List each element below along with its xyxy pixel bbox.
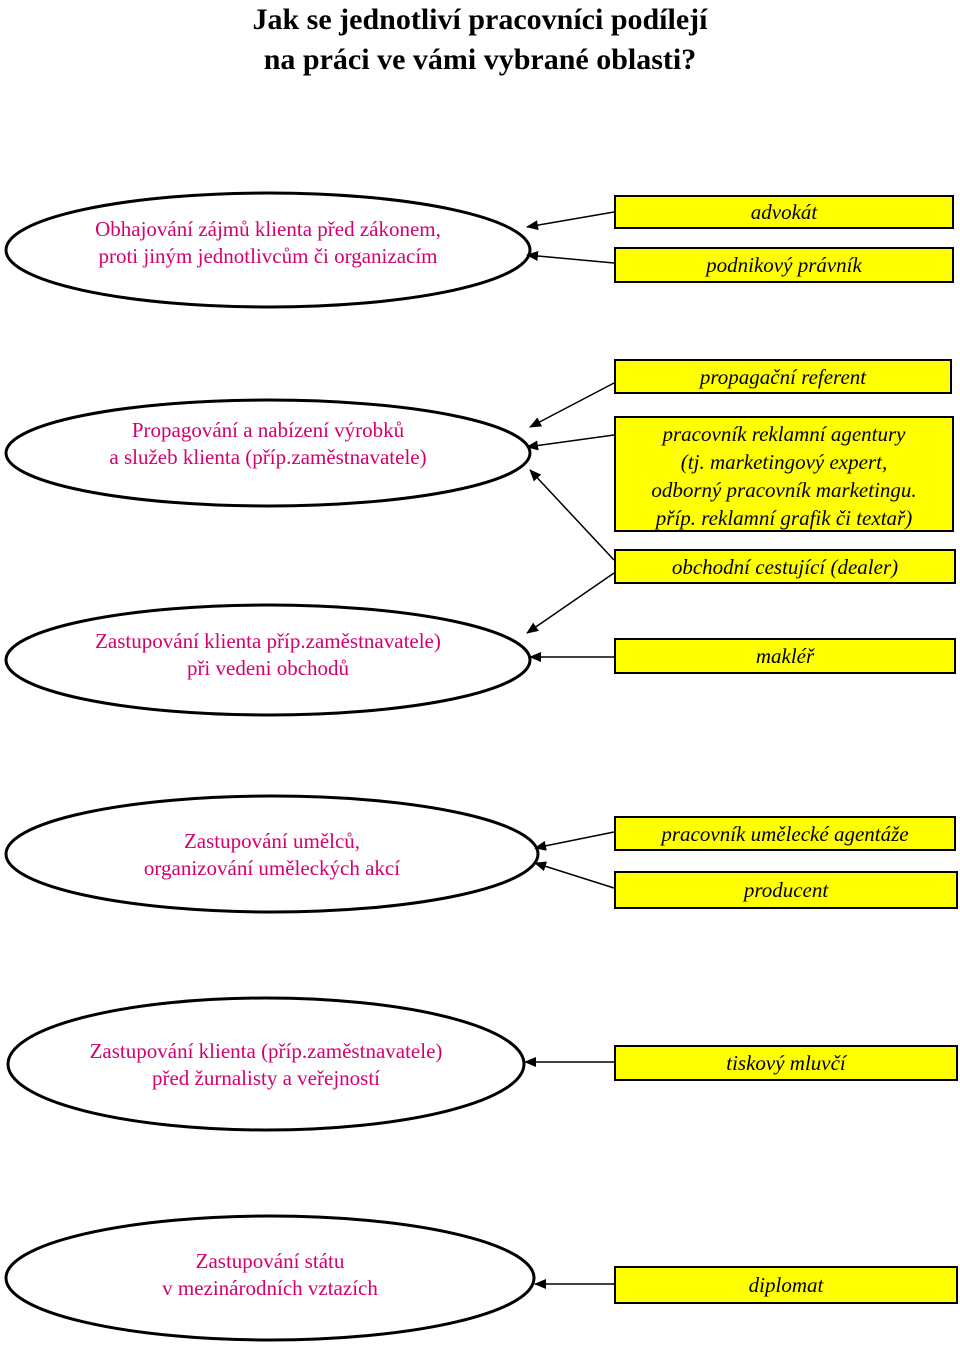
area-label-propagovani: Propagování a nabízení výrobků a služeb … xyxy=(30,417,506,471)
area-label-obhajovani: Obhajování zájmů klienta před zákonem, p… xyxy=(30,216,506,270)
worker-box-advokat: advokát xyxy=(614,195,954,229)
arrow-umelecka-agentaz xyxy=(534,831,615,851)
area-label-line: organizování uměleckých akcí xyxy=(143,856,401,880)
area-label-zurnaliste: Zastupování klienta (příp.zaměstnavatele… xyxy=(28,1038,504,1092)
area-label-line: Zastupování klienta (příp.zaměstnavatele… xyxy=(89,1039,443,1063)
area-label-line: před žurnalisty a veřejností xyxy=(151,1066,380,1090)
arrow-reklamni-agentura xyxy=(526,434,615,451)
area-ellipse-umelci xyxy=(4,794,540,914)
worker-box-obchodni-cestujici: obchodní cestující (dealer) xyxy=(614,549,956,584)
arrow-obchodni-cestujici-2 xyxy=(526,572,615,634)
diagram-title: Jak se jednotliví pracovníci podílejí na… xyxy=(0,0,960,80)
worker-box-diplomat: diplomat xyxy=(614,1266,958,1304)
title-line-1: Jak se jednotliví pracovníci podílejí xyxy=(252,3,708,36)
area-ellipse-propagovani xyxy=(4,398,532,508)
area-label-line: Obhajování zájmů klienta před zákonem, xyxy=(95,217,441,241)
area-label-line: při vedeni obchodů xyxy=(186,656,350,680)
arrow-podnikovy-pravnik xyxy=(526,251,615,264)
arrow-obchodni-cestujici-1 xyxy=(529,469,615,561)
area-ellipse-stat xyxy=(4,1214,536,1342)
area-label-line: proti jiným jednotlivcům či organizacím xyxy=(98,244,438,268)
worker-box-reklamni-agentura: pracovník reklamní agentury (tj. marketi… xyxy=(614,416,954,532)
area-label-umelci: Zastupování umělců, organizování uměleck… xyxy=(34,828,510,882)
worker-box-producent: producent xyxy=(614,871,958,909)
arrow-producent xyxy=(534,861,615,889)
area-label-line: Propagování a nabízení výrobků xyxy=(131,418,405,442)
area-ellipse-obhajovani xyxy=(4,191,532,309)
area-label-line: Zastupování státu xyxy=(195,1249,345,1273)
area-label-line: a služeb klienta (příp.zaměstnavatele) xyxy=(109,445,427,469)
worker-line: příp. reklamní grafik či textař) xyxy=(655,506,913,530)
title-line-2: na práci ve vámi vybrané oblasti? xyxy=(263,43,697,76)
area-label-line: Zastupování umělců, xyxy=(183,829,361,853)
area-label-line: Zastupování klienta příp.zaměstnavatele) xyxy=(95,629,441,653)
area-label-line: v mezinárodních vztazích xyxy=(162,1276,378,1300)
area-label-obchody: Zastupování klienta příp.zaměstnavatele)… xyxy=(30,628,506,682)
worker-box-makler: makléř xyxy=(614,638,956,674)
area-label-stat: Zastupování státu v mezinárodních vztazí… xyxy=(32,1248,508,1302)
worker-line: (tj. marketingový expert, xyxy=(680,450,888,474)
worker-line: pracovník reklamní agentury xyxy=(662,422,906,446)
worker-box-tiskovy-mluvci: tiskový mluvčí xyxy=(614,1045,958,1081)
worker-line: odborný pracovník marketingu. xyxy=(651,478,917,502)
arrow-advokat xyxy=(526,211,615,231)
worker-box-propagacni-referent: propagační referent xyxy=(614,359,952,394)
worker-box-umelecka-agentaz: pracovník umělecké agentáže xyxy=(614,816,956,851)
worker-box-podnikovy-pravnik: podnikový právník xyxy=(614,247,954,283)
arrow-propagacni-referent xyxy=(529,382,615,428)
